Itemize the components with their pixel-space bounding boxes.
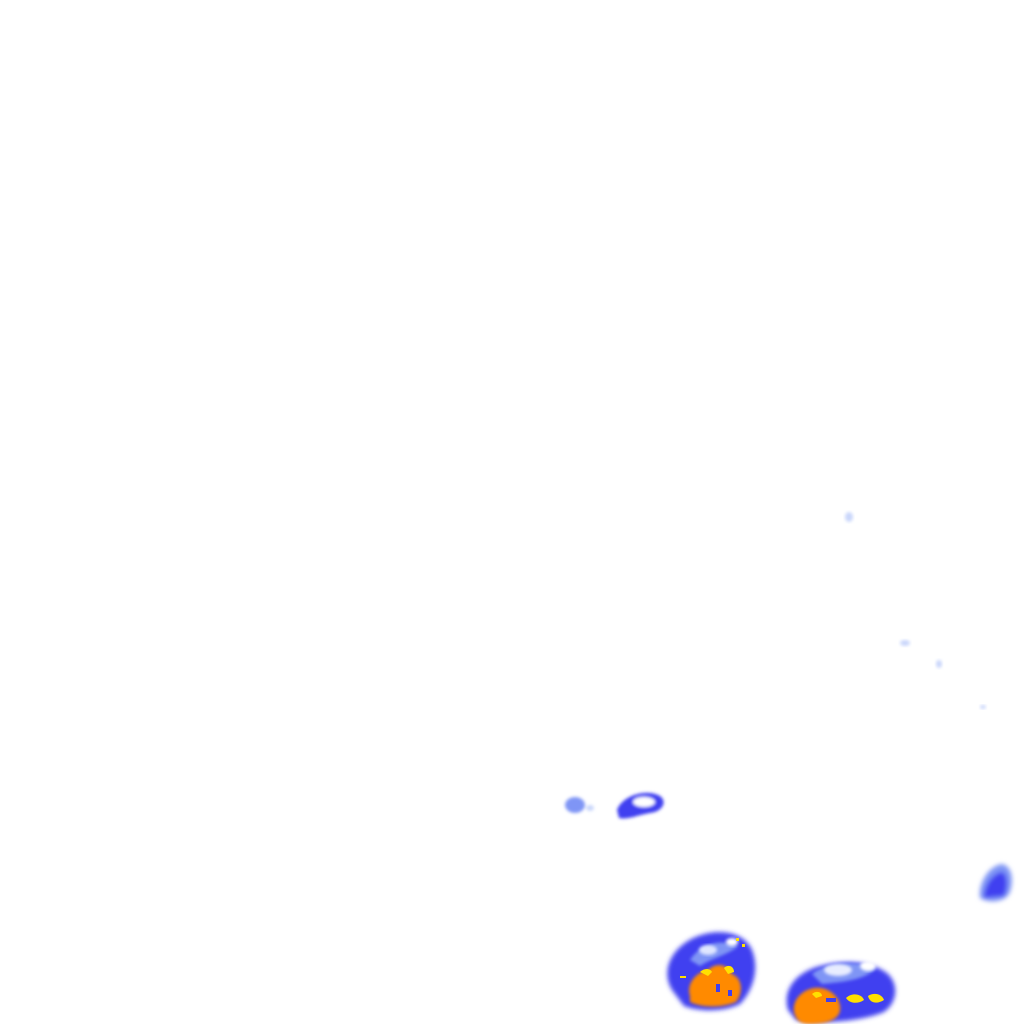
speck-b [900, 640, 910, 646]
speck-a [845, 512, 853, 522]
cell-east-edge [979, 864, 1012, 902]
storm-southeast [786, 961, 896, 1024]
storm-southwest [667, 932, 756, 1011]
cell-west-small [565, 797, 594, 813]
speck-c [936, 660, 942, 668]
speck-d [980, 705, 986, 709]
cell-west-band [617, 792, 664, 819]
